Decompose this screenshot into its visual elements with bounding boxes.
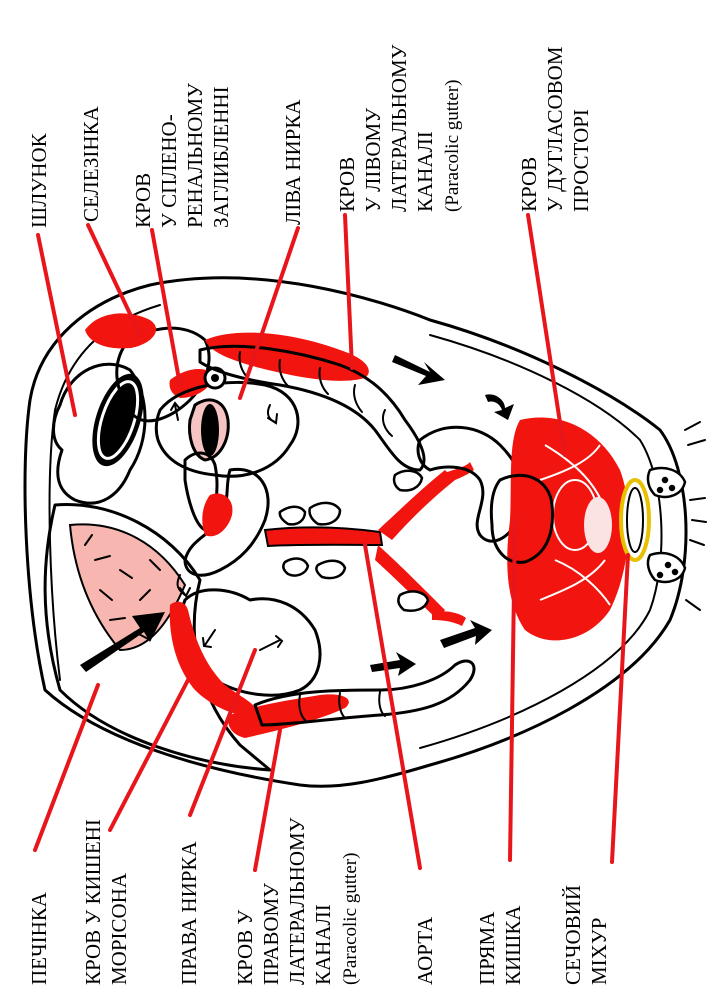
label-right-gutter-1: КРОВ У [233,910,257,985]
label-left-gutter-5: (Paracolic gutter) [442,80,463,212]
labels-bottom: ПЕЧІНКА КРОВ У КИШЕНІ МОРІСОНА ПРАВА НИР… [27,817,611,985]
label-bladder-1: СЕЧОВИЙ [561,885,585,985]
label-douglas-1: КРОВ [517,157,541,212]
label-right-gutter-4: КАНАЛІ [311,904,335,985]
label-splenorenal-2: У СПЛЕНО- [157,114,181,228]
leader-bladder [612,555,628,862]
label-liver: ПЕЧІНКА [27,891,51,985]
blood-perisplenic [85,313,156,348]
label-right-gutter-5: (Paracolic gutter) [340,853,361,985]
leader-splenorenal [152,230,180,385]
label-aorta: АОРТА [413,916,437,985]
label-right-gutter-2: ПРАВОМУ [259,883,283,985]
label-morison-2: МОРІСОНА [107,872,131,985]
anatomy [25,278,706,786]
rectum-lumen [584,497,612,553]
label-left-gutter-4: КАНАЛІ [413,131,437,212]
label-splenorenal-4: ЗАГЛИБЛЕННІ [209,86,233,228]
label-splenorenal-3: РЕНАЛЬНОМУ [183,83,207,228]
label-rectum-2: КИШКА [501,905,525,985]
labels-top: ШЛУНОК СЕЛЕЗІНКА КРОВ У СПЛЕНО- РЕНАЛЬНО… [27,44,593,228]
label-left-gutter-3: ЛАТЕРАЛЬНОМУ [387,44,411,212]
aorta-vessels [265,462,474,626]
kidney-arrows [203,630,282,650]
label-right-gutter-3: ЛАТЕРАЛЬНОМУ [285,817,309,985]
label-splenorenal-1: КРОВ [131,173,155,228]
label-bladder-2: МІХУР [587,918,611,985]
pubic-hair [685,422,706,610]
label-left-gutter-2: У ЛІВОМУ [361,108,385,212]
leader-left-gutter [345,215,352,368]
iliac-branch-1 [440,462,474,484]
label-spleen: СЕЛЕЗІНКА [79,105,103,222]
left-kidney-pelvis-dark [201,404,219,456]
left-ureter-node-core [211,374,219,382]
bladder [621,480,649,560]
label-stomach: ШЛУНОК [27,132,51,228]
leader-stomach [38,235,75,415]
iliac-branch-2 [432,611,466,626]
leader-morison [110,680,188,830]
pubic-bones [648,468,685,582]
label-rectum-1: ПРЯМА [475,911,499,985]
leader-right-gutter [255,730,280,870]
blood-near-duodenum [202,494,232,537]
label-morison-1: КРОВ У КИШЕНІ [81,819,105,985]
label-left-kidney: ЛІВА НИРКА [281,99,305,225]
label-right-kidney: ПРАВА НИРКА [177,841,201,985]
label-left-gutter-1: КРОВ [335,157,359,212]
label-douglas-3: ПРОСТОРІ [569,109,593,212]
blood-morison-pouch [170,602,256,716]
label-douglas-2: У ДУГЛАСОВОМ [543,46,567,212]
